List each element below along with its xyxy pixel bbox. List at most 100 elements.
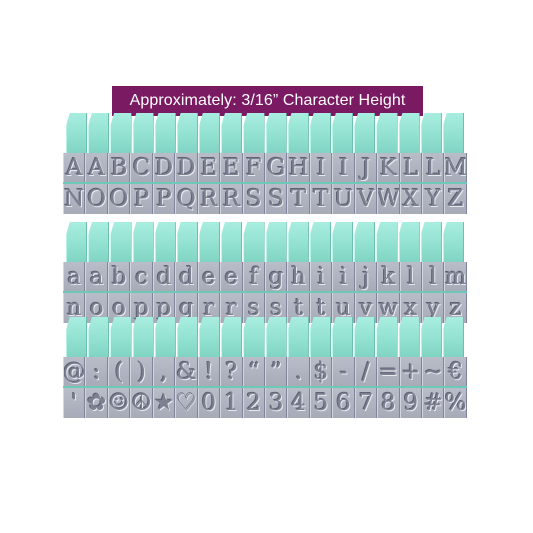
stamp-key: T — [287, 184, 310, 214]
stamp-key: r — [197, 293, 221, 323]
stamp-top — [398, 222, 420, 264]
stamp-key: . — [287, 357, 310, 387]
stamp-key: r — [220, 293, 243, 323]
stamp-top — [66, 222, 88, 264]
stamp-top — [199, 113, 221, 155]
stamp-top — [132, 113, 154, 155]
stamp-top — [88, 113, 110, 155]
stamp-top — [199, 317, 221, 359]
stamp-top — [265, 222, 287, 264]
stamp-key: J — [354, 153, 378, 183]
stamp-key: ' — [63, 388, 86, 418]
stamp-key: z — [444, 293, 467, 323]
stamp-key: ♡ — [175, 388, 198, 418]
stamp-top — [442, 317, 465, 359]
stamp-key: l — [399, 262, 422, 292]
stamp-top — [243, 317, 265, 359]
stamp-key: R — [197, 184, 221, 214]
stamp-key: t — [309, 293, 333, 323]
stamp-key: L — [422, 153, 445, 183]
stamp-key: O — [85, 184, 108, 214]
stamp-top — [176, 222, 199, 264]
stamp-top — [332, 222, 354, 264]
stamp-top — [66, 317, 88, 359]
stamp-key: $ — [309, 357, 333, 387]
stamp-key: , — [152, 357, 176, 387]
stamp-key: D — [152, 153, 176, 183]
stamp-top — [265, 317, 287, 359]
stamp-key: t — [287, 293, 310, 323]
stamp-key: 6 — [332, 388, 355, 418]
stamp-top — [154, 222, 176, 264]
stamp-top — [332, 317, 354, 359]
character-height-banner: Approximately: 3/16” Character Height — [112, 86, 423, 116]
stamp-key: ! — [197, 357, 221, 387]
stamp-top — [309, 317, 332, 359]
stamp-key: 9 — [399, 388, 422, 418]
stamp-key: / — [354, 357, 378, 387]
stamp-top — [88, 317, 110, 359]
stamp-top — [354, 222, 376, 264]
stamp-key: € — [444, 357, 467, 387]
stamp-tops — [66, 113, 465, 155]
stamp-key: - — [332, 357, 355, 387]
stamp-key: ) — [130, 357, 153, 387]
stamp-key: k — [377, 262, 400, 292]
stamp-top — [221, 113, 243, 155]
stamp-row-1: @:(),&!?“”.$-/=+~€ — [63, 357, 467, 387]
stamp-top — [442, 222, 465, 264]
stamp-key: e — [197, 262, 221, 292]
stamp-top — [265, 113, 287, 155]
stamp-key: I — [332, 153, 355, 183]
stamp-key: e — [220, 262, 243, 292]
stamp-key: # — [422, 388, 445, 418]
stamp-key: ✿ — [85, 388, 108, 418]
stamp-key: E — [197, 153, 221, 183]
stamp-key: s — [242, 293, 265, 323]
stamp-key: C — [130, 153, 153, 183]
stamp-key: j — [354, 262, 378, 292]
stamp-top — [110, 222, 132, 264]
stamp-key: d — [175, 262, 198, 292]
stamp-top — [420, 317, 442, 359]
stamp-top — [132, 222, 154, 264]
stamp-key: @ — [63, 357, 86, 387]
stamp-key: G — [264, 153, 288, 183]
stamp-key: A — [63, 153, 86, 183]
stamp-key: 8 — [377, 388, 400, 418]
stamp-key: m — [444, 262, 467, 292]
stamp-key: 0 — [197, 388, 221, 418]
stamp-key: p — [152, 293, 176, 323]
stamp-top — [287, 222, 309, 264]
stamp-key: ★ — [152, 388, 176, 418]
stamp-tops — [66, 317, 465, 359]
stamp-key: H — [287, 153, 310, 183]
stamp-key: S — [242, 184, 265, 214]
stamp-top — [88, 222, 110, 264]
stamp-key: R — [220, 184, 243, 214]
stamp-key: 3 — [264, 388, 288, 418]
stamp-key: X — [399, 184, 422, 214]
stamp-key: a — [63, 262, 86, 292]
stamp-row-divider — [63, 182, 467, 185]
stamp-key: W — [377, 184, 400, 214]
stamp-key: ~ — [422, 357, 445, 387]
stamp-key: s — [264, 293, 288, 323]
stamp-key: O — [107, 184, 131, 214]
stamp-top — [110, 317, 132, 359]
stamp-top — [420, 222, 442, 264]
stamp-key: i — [309, 262, 333, 292]
stamp-top — [287, 113, 309, 155]
stamp-top — [176, 113, 199, 155]
stamp-key: q — [175, 293, 198, 323]
stamp-top — [420, 113, 442, 155]
stamp-key: 1 — [220, 388, 243, 418]
stamp-top — [110, 113, 132, 155]
stamp-top — [376, 317, 398, 359]
stamp-key: Q — [175, 184, 198, 214]
stamp-key: ? — [220, 357, 243, 387]
